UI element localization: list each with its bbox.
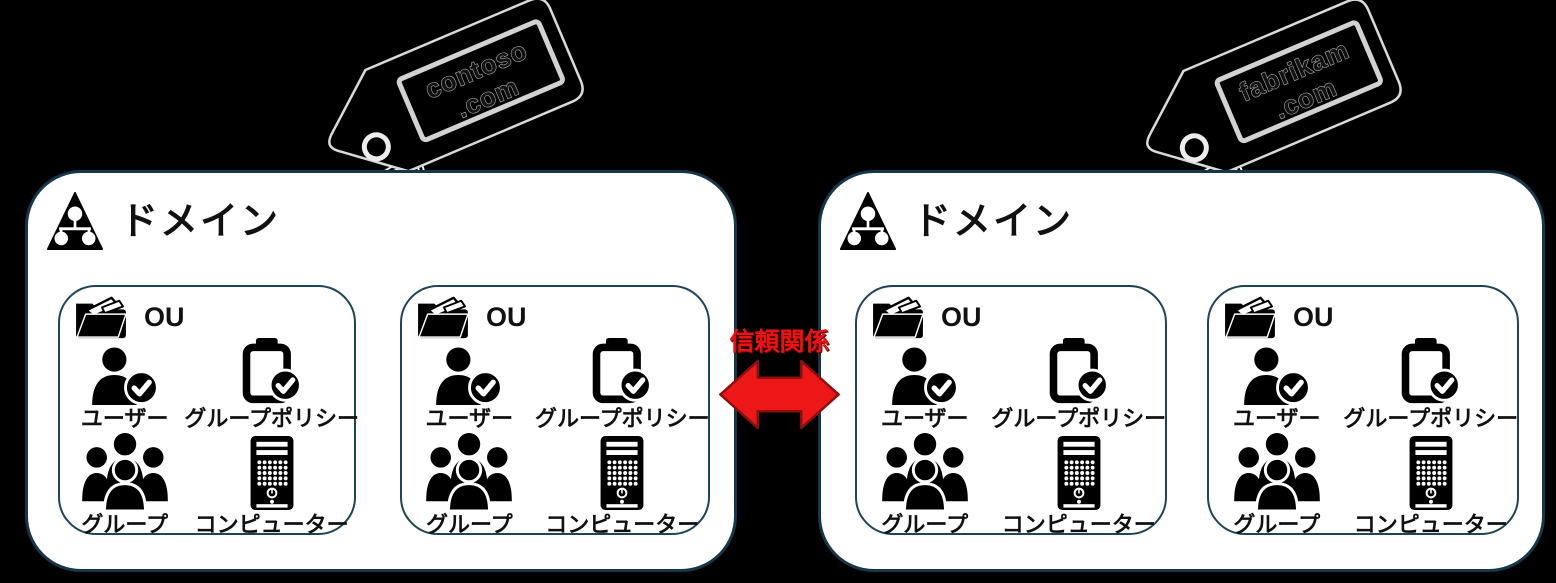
- trust-relationship-label: 信頼関係: [729, 328, 830, 356]
- user-check-icon: [890, 347, 960, 405]
- domain-title: ドメイン: [120, 201, 281, 243]
- ou-label: OU: [486, 301, 527, 332]
- domain-triangle-icon: [46, 191, 104, 253]
- double-headed-arrow-icon: [719, 359, 840, 430]
- ou-header: OU: [415, 294, 527, 340]
- clipboard-check-icon: [240, 337, 304, 405]
- ou-item-group: グループ: [402, 433, 537, 539]
- domain-header: ドメイン: [46, 191, 280, 253]
- ou-item-label: グループ: [425, 512, 513, 537]
- ou-item-label: ユーザー: [80, 405, 169, 431]
- tag-hole-icon: [1179, 133, 1209, 163]
- ou-item-computer: コンピューター: [189, 433, 354, 539]
- ou-item-label: グループポリシー: [534, 405, 710, 431]
- ou-item-label: グループポリシー: [184, 405, 360, 431]
- computer-icon: [249, 435, 295, 511]
- ou-item-group: グループ: [857, 433, 993, 539]
- ou-box: OU ユーザー グループポリシー グループ コンピューター: [58, 285, 359, 537]
- clipboard-check-icon: [1047, 337, 1111, 405]
- ou-box: OU ユーザー グループポリシー グループ コンピューター: [400, 285, 710, 537]
- ou-item-group: グループ: [1209, 433, 1345, 539]
- ou-item-computer: コンピューター: [993, 433, 1165, 539]
- ou-item-group-policy: グループポリシー: [991, 329, 1167, 433]
- ou-grid: ユーザー グループポリシー グループ コンピューター: [1209, 329, 1519, 537]
- tag-hole-icon: [361, 132, 391, 162]
- ou-item-label: グループポリシー: [1343, 405, 1519, 431]
- computer-icon: [1408, 435, 1454, 511]
- ou-box: OU ユーザー グループポリシー グループ コンピューター: [1207, 285, 1519, 537]
- ou-item-user: ユーザー: [857, 329, 993, 433]
- ou-header: OU: [1222, 294, 1334, 340]
- tag-body: [328, 0, 584, 173]
- ou-grid: ユーザー グループポリシー グループ コンピューター: [402, 329, 710, 537]
- ou-item-computer: コンピューター: [1345, 433, 1517, 539]
- ou-label: OU: [941, 301, 982, 332]
- tag-inner-frame: [1214, 20, 1383, 144]
- ou-item-label: コンピューター: [194, 512, 349, 537]
- price-tag-fabrikam: fabrikam .com: [1096, 0, 1431, 238]
- ou-item-user: ユーザー: [60, 329, 189, 433]
- ou-label: OU: [1293, 301, 1334, 332]
- domain-box-fabrikam: ドメイン OU ユーザー グループポリシー グループ コンピューター: [818, 170, 1545, 572]
- computer-icon: [599, 435, 645, 511]
- ou-label: OU: [144, 301, 185, 332]
- ou-item-label: ユーザー: [425, 405, 514, 431]
- ou-item-group-policy: グループポリシー: [534, 329, 710, 433]
- ou-item-label: グループポリシー: [991, 405, 1167, 431]
- ou-grid: ユーザー グループポリシー グループ コンピューター: [60, 329, 359, 537]
- domain-box-contoso: ドメイン OU ユーザー グループポリシー グループ コンピューター: [25, 170, 737, 572]
- group-icon: [881, 433, 969, 511]
- tag-inner-frame: [396, 19, 565, 143]
- ou-item-user: ユーザー: [1209, 329, 1345, 433]
- clipboard-check-icon: [590, 337, 654, 405]
- computer-icon: [1056, 435, 1102, 511]
- ou-item-group-policy: グループポリシー: [1343, 329, 1519, 433]
- ou-item-label: コンピューター: [545, 512, 700, 537]
- ou-header: OU: [73, 294, 185, 340]
- price-tag-contoso: contoso .com: [278, 0, 613, 237]
- clipboard-check-icon: [1399, 337, 1463, 405]
- user-check-icon: [90, 347, 160, 405]
- ou-item-group: グループ: [60, 433, 189, 539]
- ou-box: OU ユーザー グループポリシー グループ コンピューター: [855, 285, 1167, 537]
- ou-item-label: グループ: [81, 512, 169, 537]
- ou-item-label: コンピューター: [1001, 512, 1156, 537]
- ou-item-label: コンピューター: [1353, 512, 1508, 537]
- user-check-icon: [1242, 347, 1312, 405]
- ou-item-label: ユーザー: [880, 405, 969, 431]
- trust-relationship: 信頼関係: [692, 330, 867, 430]
- ou-item-label: グループ: [881, 512, 969, 537]
- ou-item-group-policy: グループポリシー: [184, 329, 359, 433]
- ou-item-label: グループ: [1233, 512, 1321, 537]
- ou-item-label: ユーザー: [1232, 405, 1321, 431]
- group-icon: [1233, 433, 1321, 511]
- ou-item-computer: コンピューター: [537, 433, 708, 539]
- ou-grid: ユーザー グループポリシー グループ コンピューター: [857, 329, 1167, 537]
- ou-header: OU: [870, 294, 982, 340]
- domain-triangle-icon: [839, 191, 897, 253]
- group-icon: [81, 433, 169, 511]
- group-icon: [425, 433, 513, 511]
- user-check-icon: [434, 347, 504, 405]
- domain-header: ドメイン: [839, 191, 1073, 253]
- domain-title: ドメイン: [913, 201, 1074, 243]
- tag-body: [1146, 0, 1402, 174]
- ou-item-user: ユーザー: [402, 329, 537, 433]
